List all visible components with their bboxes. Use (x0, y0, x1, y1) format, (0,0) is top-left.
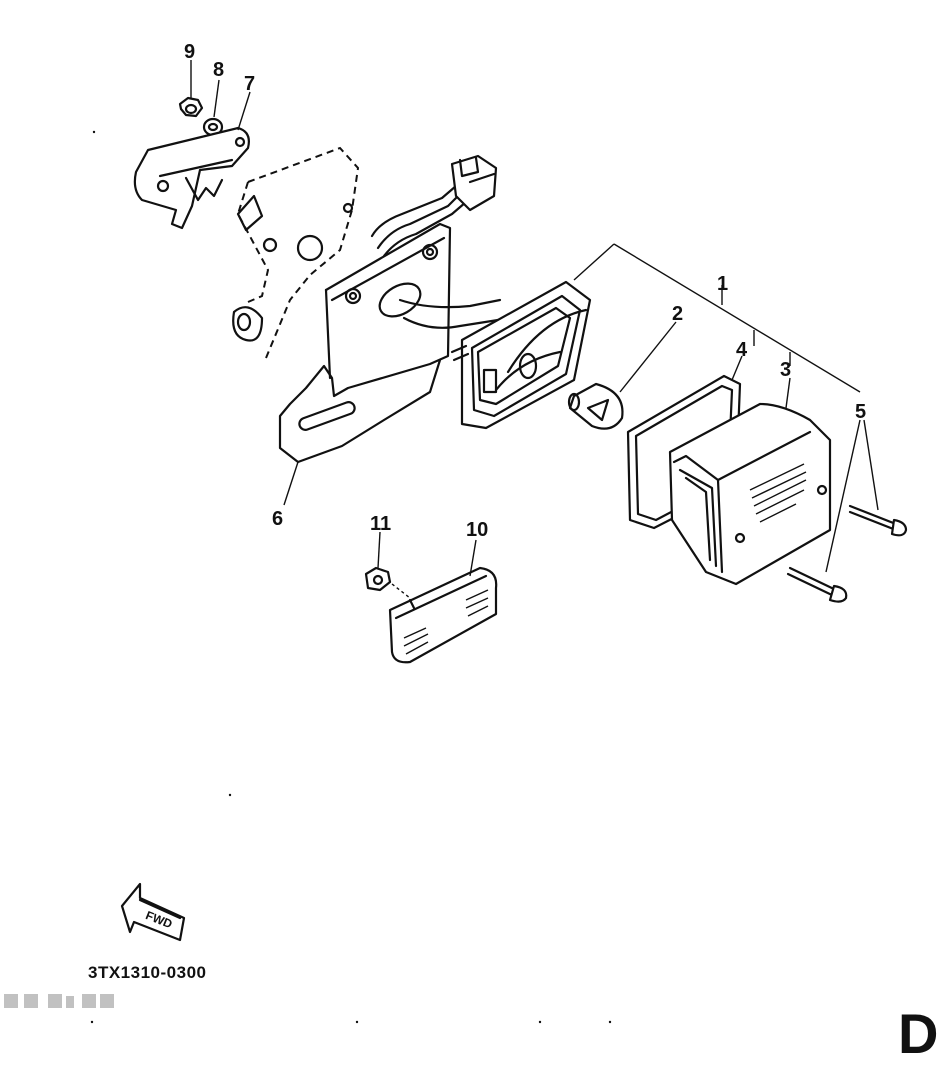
leader-7 (237, 91, 251, 131)
callout-11: 11 (370, 513, 391, 535)
callout-3: 3 (780, 359, 791, 381)
leader-6 (283, 461, 299, 506)
print-dots (90, 130, 612, 1024)
leader-3 (785, 377, 791, 409)
fwd-arrow-icon: FWD (120, 882, 186, 942)
leader-10 (469, 539, 477, 577)
part-2-bulb (567, 382, 624, 430)
assembly-1-bracket (573, 243, 861, 393)
leader-4 (731, 355, 743, 381)
leader-5a (863, 419, 879, 511)
parts-diagram: 9 8 7 1 2 4 3 5 6 11 10 FWD 3TX1310-0300… (4, 41, 938, 1062)
frame-bracket-reference (232, 146, 360, 359)
leader-5b (825, 419, 861, 573)
leader-11 (377, 531, 381, 569)
exploded-view: 9 8 7 1 2 4 3 5 6 11 10 FWD (4, 41, 908, 1024)
lamp-housing (398, 280, 592, 430)
callout-9: 9 (184, 41, 195, 63)
callout-2: 2 (672, 303, 683, 325)
section-letter: D (898, 1002, 939, 1065)
callout-7: 7 (244, 73, 255, 95)
part-5-screws (786, 504, 908, 603)
callout-5: 5 (855, 401, 866, 423)
callout-10: 10 (466, 519, 488, 541)
part-11-nut (364, 566, 411, 599)
part-10-reflector (388, 566, 498, 664)
leader-2 (619, 321, 677, 393)
part-3-lens (668, 402, 832, 586)
diagram-code: 3TX1310-0300 (88, 963, 207, 982)
callout-8: 8 (213, 59, 224, 81)
part-9-bolt (178, 96, 204, 118)
callout-6: 6 (272, 508, 283, 530)
callout-4: 4 (736, 339, 748, 361)
callout-1: 1 (717, 273, 728, 295)
leader-8 (213, 79, 220, 118)
part-7-plate (133, 126, 250, 230)
faded-stamp (4, 994, 114, 1008)
part-6-bracket (278, 222, 452, 464)
wire-harness (370, 154, 498, 258)
